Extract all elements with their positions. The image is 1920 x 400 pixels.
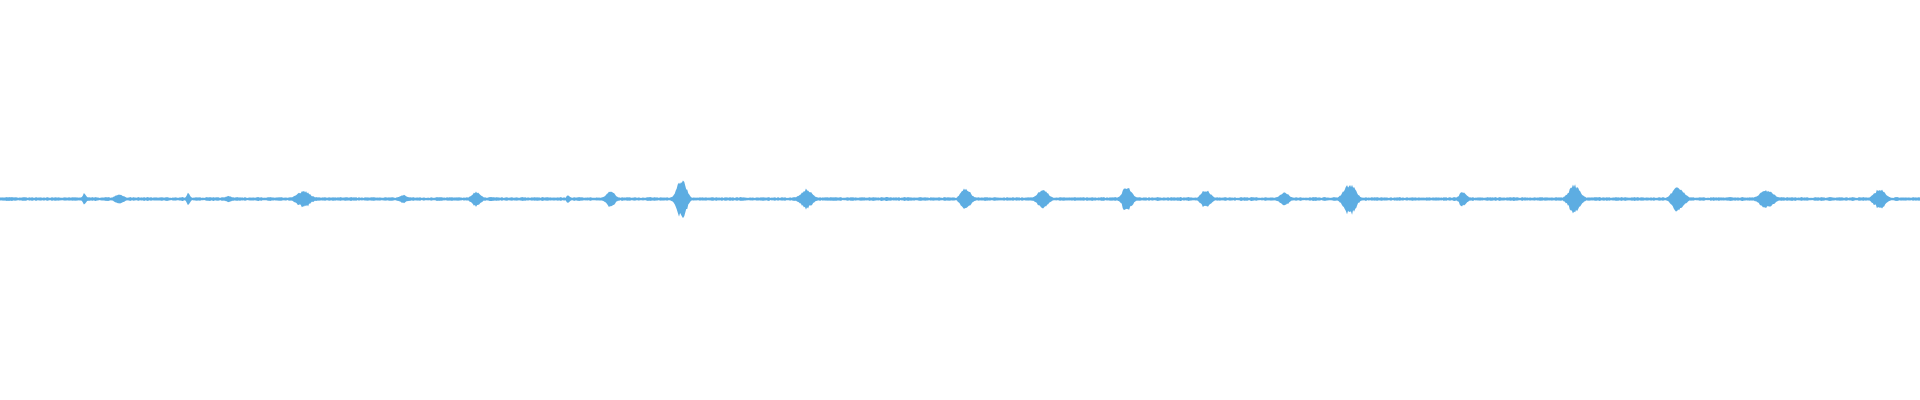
waveform-envelope bbox=[0, 180, 1920, 219]
